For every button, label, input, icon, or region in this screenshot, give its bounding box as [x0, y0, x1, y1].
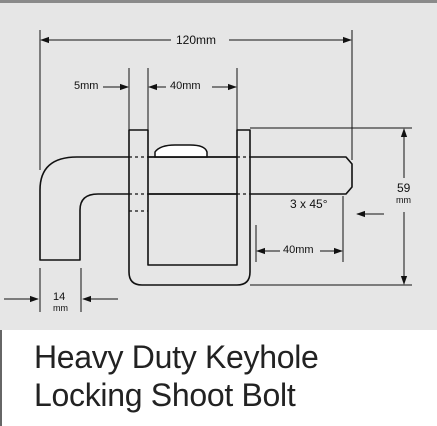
- hidden-lines: [129, 156, 250, 212]
- label-bar-value: 14: [53, 291, 66, 303]
- bolt-drawing: [4, 30, 412, 312]
- label-bar-unit: mm: [53, 303, 68, 313]
- label-chamfer: 3 x 45°: [290, 197, 328, 211]
- label-offset: 5mm: [74, 80, 99, 92]
- dimension-arrows: [4, 36, 408, 303]
- bolt-body: [39, 156, 353, 261]
- top-border: [0, 0, 437, 3]
- keeper: [128, 129, 251, 286]
- extension-lines: [39, 30, 412, 312]
- technical-drawing: 120mm 5mm 40mm 59 mm 3 x 45° 40mm 14 mm: [0, 0, 437, 330]
- keyhole-lobe: [154, 144, 208, 158]
- label-height-value: 59: [397, 181, 411, 195]
- product-caption: Heavy Duty Keyhole Locking Shoot Bolt: [34, 338, 319, 414]
- label-keeper-width: 40mm: [170, 80, 201, 92]
- label-overall-length: 120mm: [176, 33, 217, 47]
- caption-line-2: Locking Shoot Bolt: [34, 377, 296, 413]
- caption-line-1: Heavy Duty Keyhole: [34, 339, 319, 375]
- bolt-outline: [39, 156, 353, 261]
- keeper-outline: [128, 129, 251, 286]
- label-height-unit: mm: [396, 195, 411, 205]
- label-tip-length: 40mm: [283, 244, 314, 256]
